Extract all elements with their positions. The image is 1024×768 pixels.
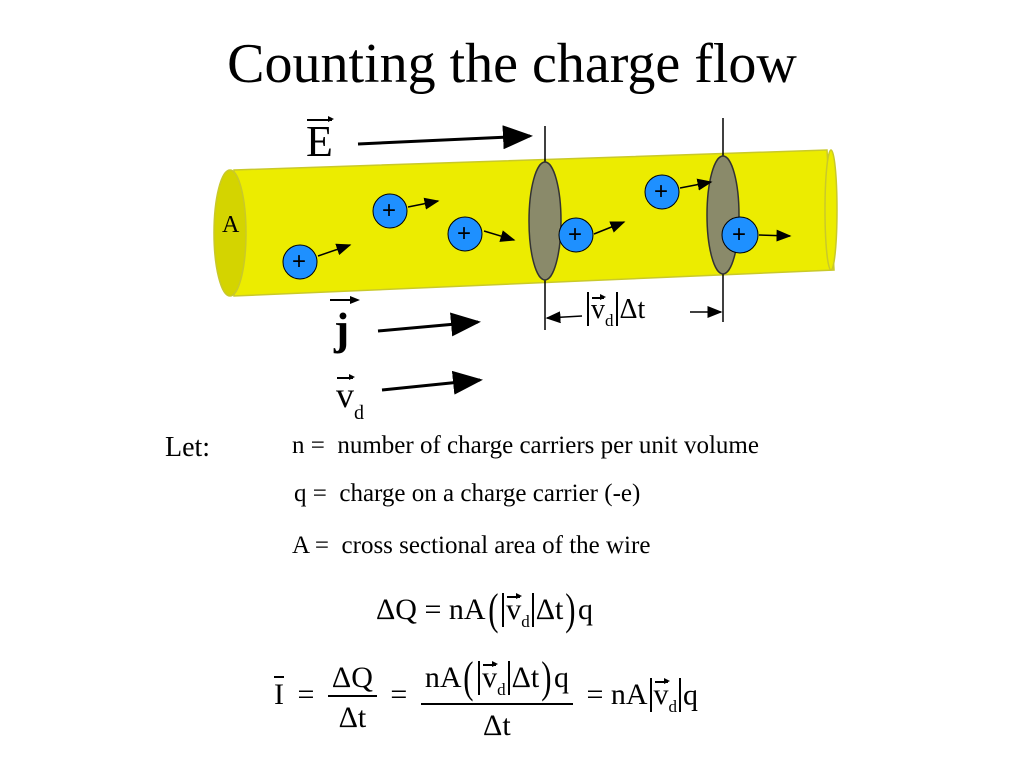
distance-arrow-left (545, 311, 583, 324)
definition-q: q = charge on a charge carrier (-e) (294, 480, 641, 507)
vd-arrow (381, 370, 483, 395)
charge-1-sign: + (292, 248, 307, 275)
area-label: A (222, 212, 240, 238)
wire-diagram (213, 118, 838, 395)
charge-1 (282, 243, 352, 280)
definition-n: n = number of charge carriers per unit v… (292, 432, 759, 459)
charge-3 (447, 216, 516, 252)
charge-5 (644, 174, 713, 210)
charge-2 (372, 193, 440, 229)
current-density-label: j (334, 303, 350, 354)
charge-6 (721, 216, 792, 254)
wire-end-face (213, 169, 247, 297)
drift-velocity-label: vd (336, 374, 364, 424)
cross-section-left (528, 161, 562, 281)
e-field-arrow (357, 125, 533, 150)
charge-4-sign: + (568, 221, 583, 248)
fraction-dq-dt: ΔQ Δt (327, 661, 377, 735)
charge-3-sign: + (457, 220, 472, 247)
page-title: Counting the charge flow (227, 33, 797, 95)
wire-far-end (824, 149, 838, 271)
charge-2-sign: + (382, 197, 397, 224)
definitions-intro: Let: (165, 432, 211, 463)
charge-6-sign: + (732, 221, 747, 248)
charge-5-sign: + (654, 178, 669, 205)
definition-a: A = cross sectional area of the wire (292, 532, 651, 559)
j-arrow (377, 312, 481, 337)
e-field-label: E (306, 116, 334, 166)
charge-4 (558, 217, 626, 253)
